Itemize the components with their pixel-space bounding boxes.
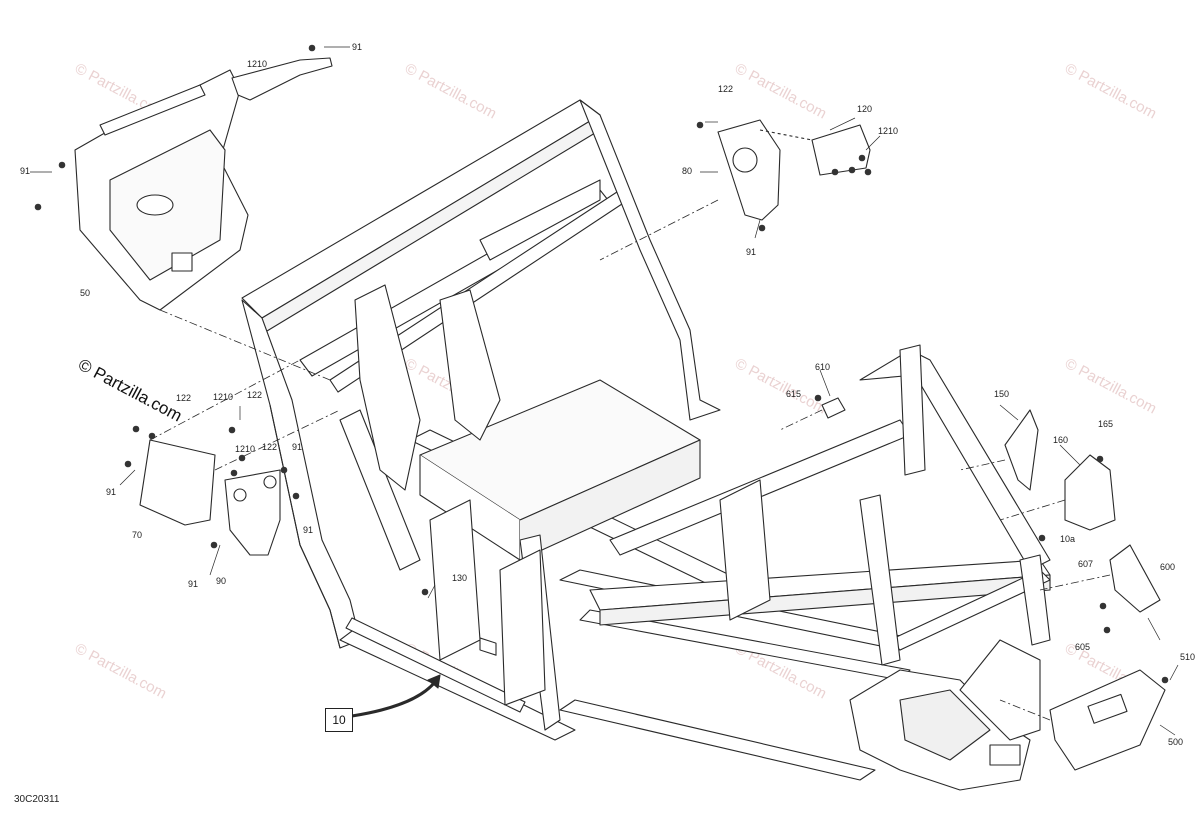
callout-91: 91 xyxy=(106,487,117,497)
callout-70: 70 xyxy=(132,530,143,540)
callout-610: 610 xyxy=(815,362,831,372)
callout-122: 122 xyxy=(262,442,278,452)
diagram-code: 30C20311 xyxy=(14,794,60,805)
callout-10a: 10a xyxy=(1060,534,1076,544)
callout-130: 130 xyxy=(452,573,468,583)
callout-600: 600 xyxy=(1160,562,1176,572)
callout-615: 615 xyxy=(786,389,802,399)
callout-1210: 1210 xyxy=(235,444,256,454)
callout-80: 80 xyxy=(682,166,693,176)
callout-165: 165 xyxy=(1098,419,1114,429)
callout-500: 500 xyxy=(1168,737,1184,747)
callout-150: 150 xyxy=(994,389,1010,399)
callout-160: 160 xyxy=(1053,435,1069,445)
callout-91: 91 xyxy=(303,525,314,535)
callout-91: 91 xyxy=(20,166,31,176)
callout-122: 122 xyxy=(247,390,263,400)
callout-1210: 1210 xyxy=(878,126,899,136)
callout-1210: 1210 xyxy=(213,392,234,402)
callout-510: 510 xyxy=(1180,652,1196,662)
callout-91: 91 xyxy=(188,579,199,589)
callout-91: 91 xyxy=(746,247,757,257)
callout-605: 605 xyxy=(1075,642,1091,652)
callout-607: 607 xyxy=(1078,559,1094,569)
callout-1210: 1210 xyxy=(247,59,268,69)
callout-122: 122 xyxy=(176,393,192,403)
callout-91: 91 xyxy=(352,42,363,52)
callout-90: 90 xyxy=(216,576,227,586)
callout-50: 50 xyxy=(80,288,91,298)
callout-91: 91 xyxy=(292,442,303,452)
reference-box: 10 xyxy=(325,708,353,732)
callout-122: 122 xyxy=(718,84,734,94)
callout-120: 120 xyxy=(857,104,873,114)
